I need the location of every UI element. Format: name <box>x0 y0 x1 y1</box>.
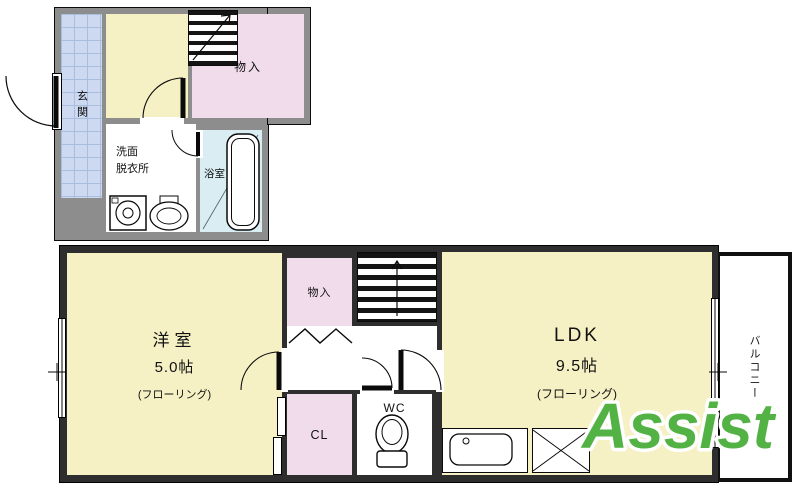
balcony-label: バルコニー <box>748 334 760 400</box>
washroom-label-line2: 脱衣所 <box>116 162 149 175</box>
room-genkan: 玄関 <box>61 14 102 198</box>
closet-door-panel-icon <box>273 437 282 475</box>
room-closet: CL <box>287 394 352 475</box>
entrance-door-opening <box>52 73 62 130</box>
genkan-label: 玄関 <box>75 90 88 122</box>
western-room-name: 洋室 <box>152 331 197 350</box>
closet-door-panel-icon <box>277 397 286 436</box>
stairs-lower-icon <box>357 252 437 322</box>
corridor-floor <box>287 326 437 390</box>
wc-door-opening <box>360 388 394 395</box>
storage-upper-label: 物入 <box>233 59 262 74</box>
room-western: 洋室 5.0帖 (フローリング) <box>67 253 282 475</box>
storage-lower-label: 物入 <box>307 287 332 299</box>
window-west <box>58 318 66 418</box>
bathroom-label: 浴室 <box>204 168 225 180</box>
closet-label: CL <box>310 427 329 442</box>
room-storage-lower: 物入 <box>287 258 352 326</box>
wc-label: WC <box>383 401 406 415</box>
western-room-area: 5.0帖 <box>154 359 195 376</box>
room-upper-hall <box>106 14 188 118</box>
stairs-upper-icon <box>188 10 238 66</box>
window-balcony <box>711 298 719 448</box>
room-bathroom: 浴室 <box>200 130 262 232</box>
washroom-label-line1: 洗面 <box>116 146 138 158</box>
western-room-floor-note: (フローリング) <box>137 389 212 401</box>
ldk-area: 9.5帖 <box>555 358 599 375</box>
kitchen-counter <box>442 428 528 473</box>
floor-hatch <box>532 428 590 473</box>
western-room-door-opening <box>281 348 288 392</box>
room-washroom: 洗面 脱衣所 <box>106 124 196 232</box>
room-balcony: バルコニー <box>718 252 792 482</box>
ldk-door-opening <box>436 350 444 392</box>
bathroom-door-opening <box>195 130 203 158</box>
room-wc: WC <box>357 394 432 475</box>
ldk-floor-note: (フローリング) <box>537 387 617 401</box>
washroom-door-opening <box>140 117 184 125</box>
ldk-name: LDK <box>554 325 600 346</box>
entrance-door-swing-icon <box>5 75 59 128</box>
